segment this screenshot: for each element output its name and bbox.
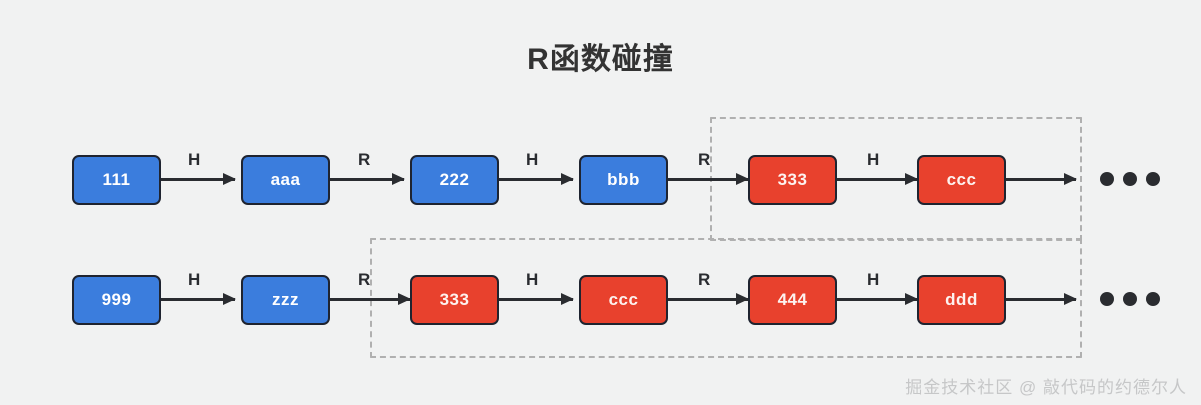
edge-label-top-2: R — [358, 150, 371, 169]
edge-bottom-1: H — [161, 270, 236, 305]
node-top-1[interactable]: 111 — [72, 155, 161, 205]
ellipsis-dot — [1100, 292, 1114, 306]
node-label: ddd — [945, 290, 978, 309]
ellipsis-dot — [1146, 292, 1160, 306]
node-label: 333 — [439, 290, 470, 309]
ellipsis-dot — [1123, 292, 1137, 306]
node-label: 111 — [102, 170, 131, 189]
edge-top-2: R — [330, 150, 405, 185]
node-bottom-1[interactable]: 999 — [72, 275, 161, 325]
chain-top: 111 H aaa R 222 H bbb R 333 H ccc — [0, 150, 1201, 207]
node-top-2[interactable]: aaa — [241, 155, 330, 205]
edge-label-bottom-3: H — [526, 270, 539, 289]
node-bottom-6[interactable]: ddd — [917, 275, 1006, 325]
node-bottom-5[interactable]: 444 — [748, 275, 837, 325]
ellipsis-bottom — [1100, 292, 1160, 306]
edge-top-5: H — [837, 150, 918, 185]
node-label: ccc — [946, 170, 977, 189]
edge-bottom-6 — [1006, 293, 1077, 305]
ellipsis-dot — [1123, 172, 1137, 186]
edge-top-1: H — [161, 150, 236, 185]
node-label: bbb — [607, 170, 640, 189]
node-bottom-2[interactable]: zzz — [241, 275, 330, 325]
ellipsis-dot — [1100, 172, 1114, 186]
edge-top-4: R — [668, 150, 749, 185]
node-label: 444 — [777, 290, 808, 309]
node-label: ccc — [608, 290, 639, 309]
edge-top-6 — [1006, 173, 1077, 185]
node-label: 333 — [777, 170, 808, 189]
ellipsis-top — [1100, 172, 1160, 186]
edge-label-bottom-2: R — [358, 270, 371, 289]
edge-bottom-3: H — [499, 270, 574, 305]
node-bottom-3[interactable]: 333 — [410, 275, 499, 325]
edge-bottom-5: H — [837, 270, 918, 305]
node-top-4[interactable]: bbb — [579, 155, 668, 205]
chain-bottom: 999 H zzz R 333 H ccc R 444 H ddd — [0, 270, 1201, 327]
node-top-5[interactable]: 333 — [748, 155, 837, 205]
edge-bottom-4: R — [668, 270, 749, 305]
edge-bottom-2: R — [330, 270, 411, 305]
edge-label-top-4: R — [698, 150, 711, 169]
edge-label-bottom-4: R — [698, 270, 711, 289]
node-label: zzz — [272, 290, 299, 309]
edge-label-bottom-5: H — [867, 270, 880, 289]
node-top-6[interactable]: ccc — [917, 155, 1006, 205]
edge-label-top-1: H — [188, 150, 201, 169]
edge-label-top-5: H — [867, 150, 880, 169]
ellipsis-dot — [1146, 172, 1160, 186]
edge-top-3: H — [499, 150, 574, 185]
node-bottom-4[interactable]: ccc — [579, 275, 668, 325]
node-top-3[interactable]: 222 — [410, 155, 499, 205]
node-label: aaa — [270, 170, 301, 189]
page-title: R函数碰撞 — [527, 43, 674, 76]
node-label: 999 — [101, 290, 132, 309]
edge-label-top-3: H — [526, 150, 539, 169]
watermark: 掘金技术社区 @ 敲代码的约德尔人 — [905, 378, 1187, 397]
node-label: 222 — [439, 170, 470, 189]
edge-label-bottom-1: H — [188, 270, 201, 289]
